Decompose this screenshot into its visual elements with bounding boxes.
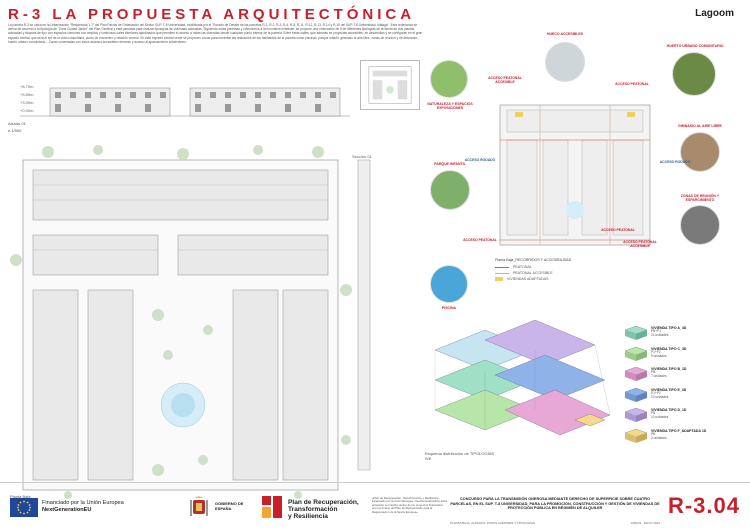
label-accesible: HUECO ACCESIBLES	[546, 32, 584, 36]
recovery-plan-text: Plan de Recuperación, Transformación y R…	[288, 499, 359, 521]
legend-title: Planta Baja_RECORRIDOS Y ACCESIBILIDAD	[495, 258, 572, 262]
elevation-label: Alzado 01	[8, 121, 26, 126]
access-peatonal-accesible-1: ACCESO PEATONAL ACCESIBLE	[488, 76, 522, 84]
access-peatonal-accesible-2: ACCESO PEATONAL ACCESIBLE	[623, 240, 657, 248]
section-label: Sección 01	[352, 154, 373, 159]
cube-icon	[625, 367, 647, 381]
legend-line-icon	[495, 266, 509, 268]
eu-flag-icon	[10, 498, 38, 517]
label-parque: PARQUE INFANTIL	[434, 162, 466, 166]
level-2: +5.85m	[20, 92, 34, 97]
photo-naturaleza	[430, 60, 468, 98]
spain-coat-of-arms-icon	[190, 496, 208, 516]
funding-note: «Plan de Recuperación, Transformación y …	[372, 496, 447, 514]
legend-box-icon	[495, 277, 503, 281]
cube-icon	[625, 408, 647, 422]
contest-title: CONCURSO PARA LA TRANSMISIÓN ONEROSA MED…	[450, 497, 660, 511]
level-4: +0.00m	[20, 108, 34, 113]
typology-isometric	[434, 320, 611, 436]
photo-gimnasio	[680, 132, 720, 172]
typology-diagram-label: Esquema distribución de TIPOLOGÍAS S/E	[425, 451, 495, 461]
photo-huerto	[672, 52, 716, 96]
site-plan	[499, 104, 651, 246]
access-rodado-2: ACCESO RODADO	[659, 160, 691, 164]
label-naturaleza: NATURALEZA Y ESPACIOS EXPOSICIONES	[427, 102, 473, 110]
level-1: +8.70m	[20, 84, 34, 89]
access-legend: Planta Baja_RECORRIDOS Y ACCESIBILIDAD P…	[495, 258, 605, 283]
access-rodado-1: ACCESO RODADO	[464, 158, 496, 162]
photo-reunion	[680, 205, 720, 245]
plan-label: Planta Baja	[10, 494, 31, 499]
government-text: GOBIERNO DE ESPAÑA	[215, 501, 244, 511]
key-map	[360, 60, 420, 110]
label-gimnasio: GIMNASIO AL AIRE LIBRE	[678, 124, 722, 128]
legend-item-adaptadas: VIVIENDAS ADAPTADAS	[495, 277, 605, 281]
elevation-drawing: +8.70m +5.85m +3.00m +0.00m	[20, 84, 350, 117]
sheet-number: R-3.04	[667, 493, 740, 518]
sheet-meta: PLANTA BAJA. ALZADOS. ZONAS COMUNES Y TI…	[450, 521, 660, 525]
level-3: +3.00m	[20, 100, 34, 105]
legend-item-accesible: PEATONAL ACCESIBLE	[495, 271, 605, 275]
label-reunion: ZONAS DE REUNIÓN Y ESPARCIMIENTO	[680, 194, 720, 202]
cube-icon	[625, 326, 647, 340]
access-peatonal-1: ACCESO PEATONAL	[615, 82, 649, 86]
lagoom-logo: Lagoom	[695, 8, 734, 19]
label-piscina: PISCINA	[441, 306, 457, 310]
cube-icon	[625, 346, 647, 361]
prtr-logo-icon	[262, 496, 282, 518]
eu-funding-text: Financiado por la Unión Europea NextGene…	[42, 500, 124, 513]
access-peatonal-3: ACCESO PEATONAL	[601, 228, 635, 232]
legend-item-peatonal: PEATONAL	[495, 265, 605, 269]
legend-line-icon	[495, 272, 509, 274]
ground-floor-plan	[10, 145, 352, 499]
photo-parque	[430, 170, 470, 210]
label-huerto: HUERTO URBANO COMUNITARIO	[666, 44, 724, 48]
section-drawing: Sección 01	[352, 154, 373, 471]
photo-accesible	[545, 42, 585, 82]
footer: Financiado por la Unión Europea NextGene…	[0, 482, 750, 530]
elevation-scale: e.1/500	[8, 128, 22, 133]
sheet-title: R-3 LA PROPUESTA ARQUITECTÓNICA	[8, 6, 416, 23]
photo-piscina	[430, 265, 468, 303]
intro-paragraph: La parcela R-3 se ubica en la Urbanizaci…	[8, 23, 423, 44]
cube-icon	[625, 387, 647, 402]
access-peatonal-2: ACCESO PEATONAL	[463, 238, 497, 242]
cube-icon	[625, 428, 647, 443]
